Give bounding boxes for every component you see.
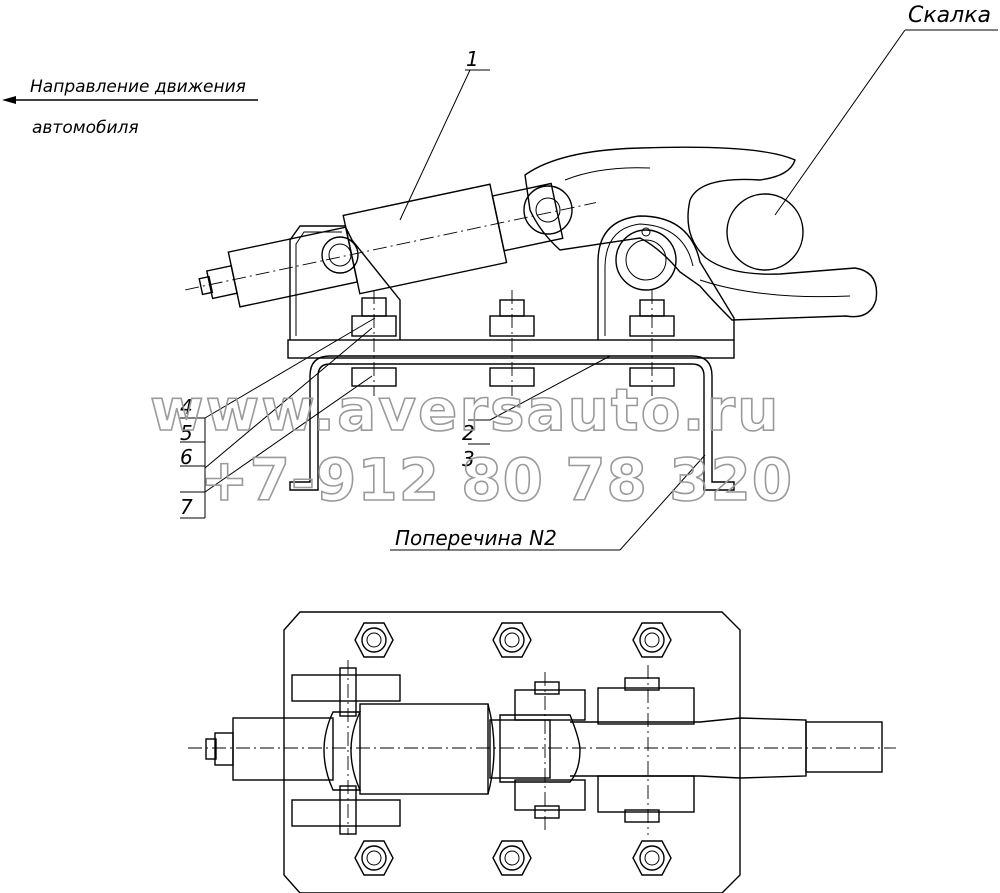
skalka-spindle	[726, 193, 804, 271]
callout-7: 7	[180, 495, 193, 519]
plan-bolt-2	[492, 622, 532, 658]
left-pivot-pin	[321, 236, 359, 274]
plan-view	[188, 611, 896, 893]
plan-bolt-6	[632, 840, 672, 876]
plan-fork	[499, 714, 581, 783]
clamp-lever	[524, 146, 878, 321]
plan-lever	[570, 677, 883, 823]
bolt-left	[351, 290, 397, 396]
rod-end-pin	[523, 185, 573, 235]
plan-cylinder	[205, 703, 551, 795]
callout-3: 3	[462, 447, 475, 471]
callout-6: 6	[180, 445, 193, 469]
left-bracket	[289, 225, 401, 340]
direction-label-line1: Направление движения	[30, 77, 246, 97]
bolt-middle	[489, 290, 535, 396]
watermark-site: www.aversauto.ru	[150, 376, 780, 444]
direction-label-line2: автомобиля	[32, 118, 139, 138]
plan-base-plate	[283, 611, 741, 893]
bolt-right	[629, 290, 675, 396]
callout-1: 1	[466, 47, 479, 71]
callout-5: 5	[180, 421, 193, 445]
plan-bolt-3	[632, 622, 672, 658]
plan-bolt-5	[492, 840, 532, 876]
callout-2: 2	[462, 421, 475, 445]
side-view	[2, 29, 998, 551]
watermark-phone: +7-912 80 78 320	[200, 446, 793, 514]
direction-arrow	[2, 96, 258, 104]
crossmember-channel	[289, 355, 735, 491]
power-cylinder	[185, 182, 597, 308]
right-bracket	[597, 215, 735, 340]
callout-4: 4	[180, 395, 193, 419]
crossmember-label: Поперечина N2	[395, 526, 557, 550]
right-pivot-pin	[615, 229, 677, 291]
plan-bolt-4	[354, 840, 394, 876]
skalka-label: Скалка	[908, 3, 991, 28]
plan-bolt-1	[354, 622, 394, 658]
